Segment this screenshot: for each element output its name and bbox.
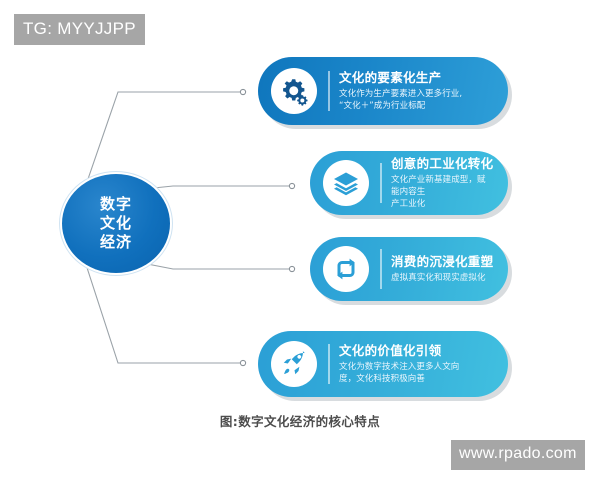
card-text-4: 文化的价值化引领 文化为数字技术注入更多人文向 度，文化科技积极向善 — [339, 343, 494, 386]
figure-caption: 图:数字文化经济的核心特点 — [219, 414, 381, 429]
connector-path-4 — [77, 239, 243, 364]
connector-dot-1 — [239, 88, 247, 96]
card-desc-1: 文化作为生产要素进入更多行业, “文化＋”成为行业标配 — [339, 89, 463, 112]
card-divider-1 — [328, 71, 330, 111]
card-title-1: 文化的要素化生产 — [339, 69, 442, 85]
connector-dot-2 — [288, 182, 296, 190]
feature-card-1[interactable]: 文化的要素化生产 文化作为生产要素进入更多行业, “文化＋”成为行业标配 — [258, 57, 508, 125]
rocket-icon — [271, 341, 317, 387]
card-title-4: 文化的价值化引领 — [339, 342, 442, 358]
card-text-1: 文化的要素化生产 文化作为生产要素进入更多行业, “文化＋”成为行业标配 — [339, 70, 494, 113]
watermark-top-left: TG: MYYJJPP — [14, 14, 145, 45]
connector-dot-3 — [288, 265, 296, 273]
feature-card-3[interactable]: 消费的沉浸化重塑 虚拟真实化和现实虚拟化 — [310, 237, 508, 301]
card-divider-4 — [328, 344, 330, 384]
feature-card-4[interactable]: 文化的价值化引领 文化为数字技术注入更多人文向 度，文化科技积极向善 — [258, 331, 508, 397]
card-desc-2: 文化产业新基建成型，赋能内容生 产工业化 — [391, 175, 486, 210]
card-text-3: 消费的沉浸化重塑 虚拟真实化和现实虚拟化 — [391, 254, 494, 285]
connector-dot-4 — [239, 359, 247, 367]
card-title-2: 创意的工业化转化 — [391, 155, 494, 171]
card-desc-3: 虚拟真实化和现实虚拟化 — [391, 273, 486, 284]
watermark-bottom-right: www.rpado.com — [451, 440, 585, 470]
central-hub[interactable]: 数字 文化 经济 — [62, 174, 170, 273]
card-divider-2 — [380, 163, 382, 203]
card-text-2: 创意的工业化转化 文化产业新基建成型，赋能内容生 产工业化 — [391, 156, 494, 211]
layers-icon — [323, 160, 369, 206]
card-divider-3 — [380, 249, 382, 289]
feature-card-2[interactable]: 创意的工业化转化 文化产业新基建成型，赋能内容生 产工业化 — [310, 151, 508, 215]
central-hub-label: 数字 文化 经济 — [99, 194, 132, 252]
repeat-icon — [323, 246, 369, 292]
gear-icon — [271, 68, 317, 114]
card-desc-4: 文化为数字技术注入更多人文向 度，文化科技积极向善 — [339, 362, 460, 385]
card-title-3: 消费的沉浸化重塑 — [391, 253, 494, 269]
connector-path-1 — [77, 91, 243, 209]
